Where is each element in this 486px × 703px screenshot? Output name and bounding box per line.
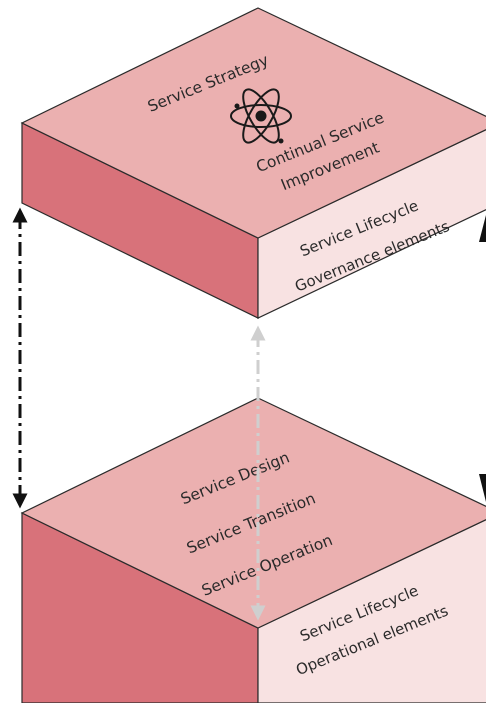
right-arrowhead-top <box>479 215 486 242</box>
governance-block: Service Strategy Continual Service Impro… <box>20 7 486 319</box>
right-arrowhead-bottom <box>479 474 486 502</box>
atom-icon <box>230 88 292 144</box>
operational-block: Service Design Service Transition Servic… <box>20 397 486 703</box>
governance-block-top-face <box>20 7 486 239</box>
